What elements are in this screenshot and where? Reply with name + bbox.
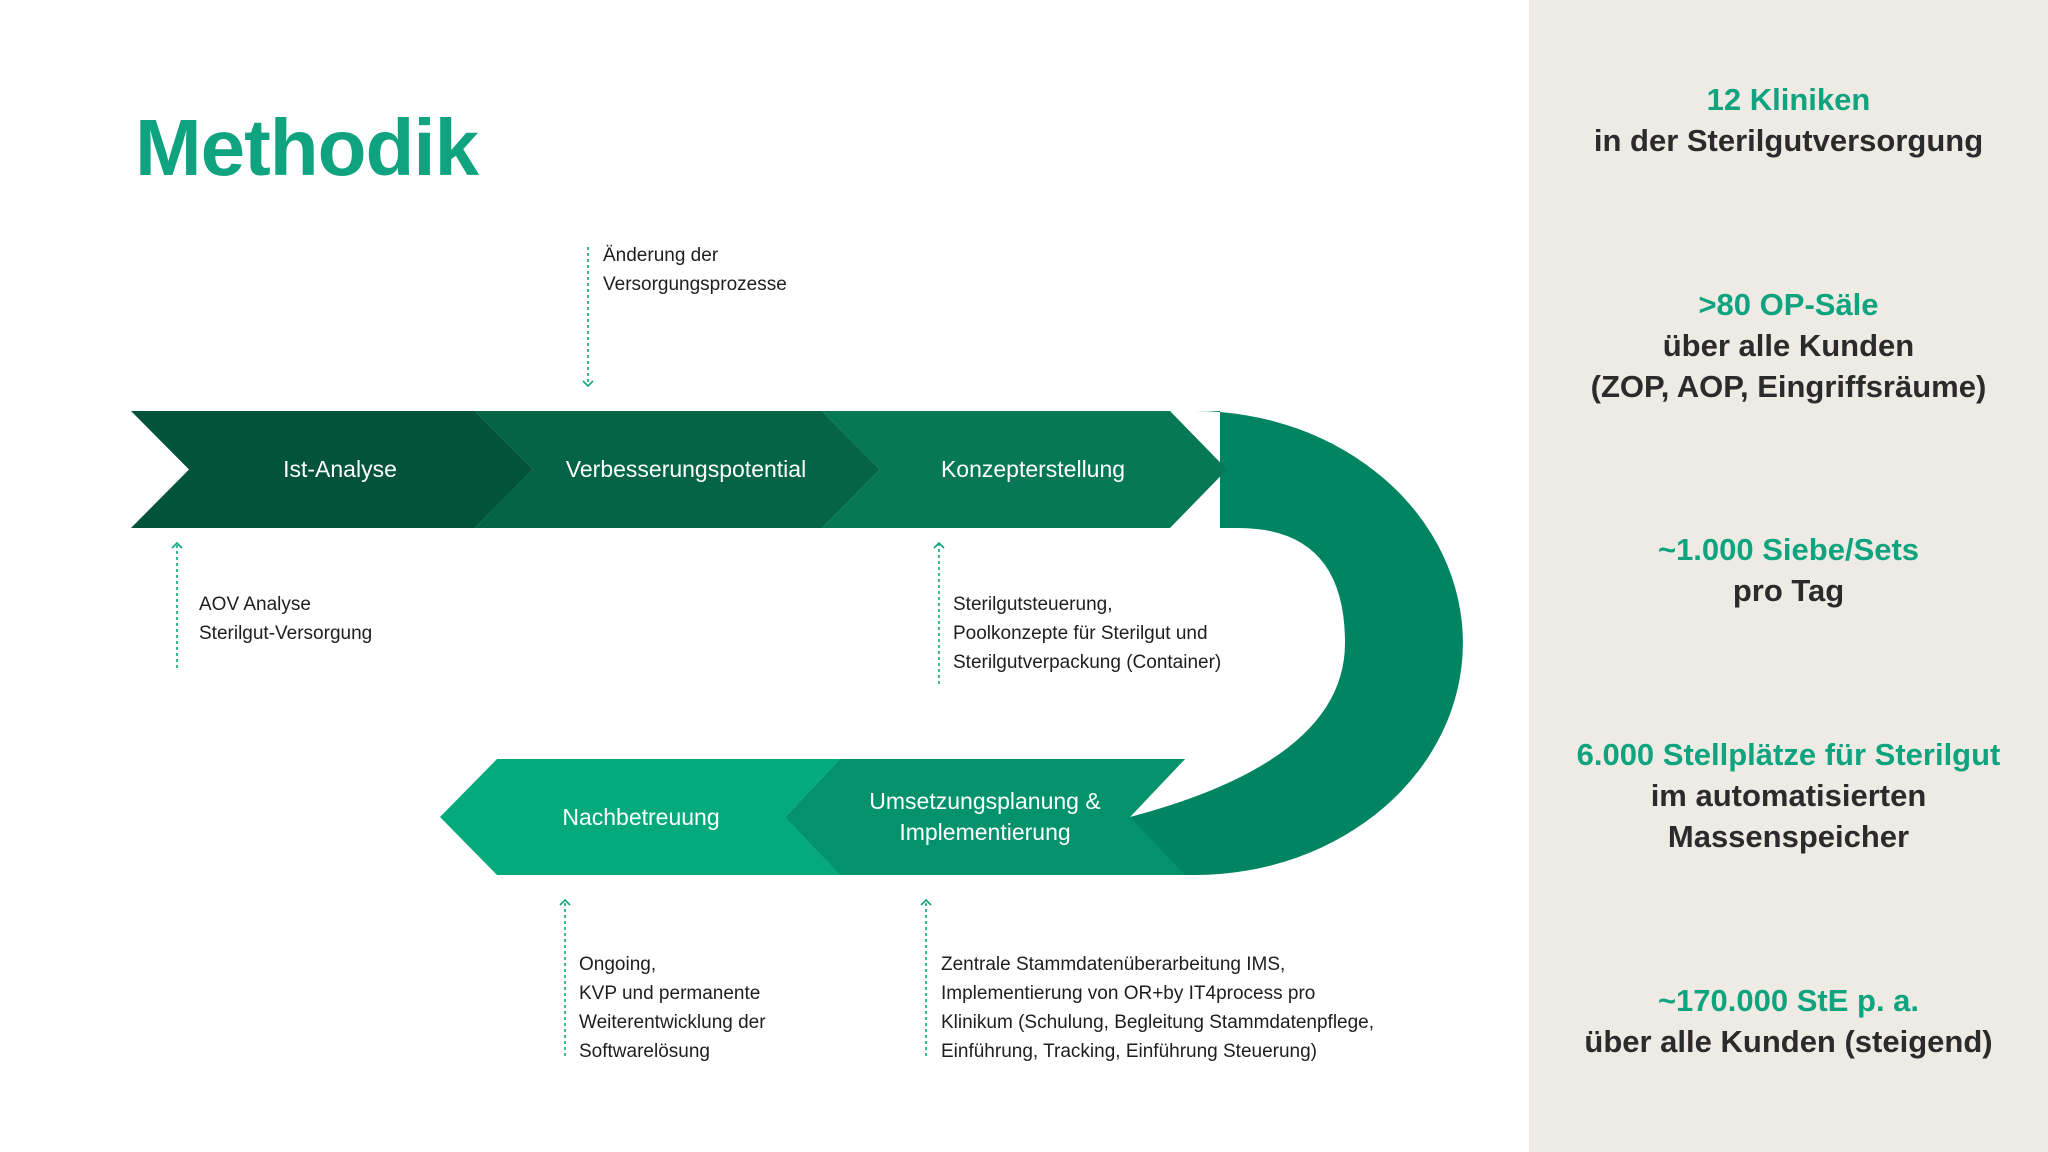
chevron-umsetzungsplanung-body	[785, 759, 1185, 875]
stat-text: Massenspeicher	[1667, 819, 1910, 854]
step-label-umsetzung-line1: Umsetzungsplanung &	[869, 788, 1100, 814]
annotation-line: Zentrale Stammdatenüberarbeitung IMS,	[941, 954, 1286, 975]
stat-siebe: ~1.000 Siebe/Sets pro Tag	[1529, 529, 2048, 611]
annotation-line: Sterilgutverpackung (Container)	[953, 652, 1222, 673]
step-label-umsetzung-line2: Implementierung	[899, 819, 1070, 845]
chevron-konzepterstellung	[822, 411, 1227, 528]
stat-highlight: 6.000 Stellplätze für Sterilgut	[1576, 737, 2001, 772]
stat-text: über alle Kunden	[1662, 328, 1915, 363]
annotation-line: Weiterentwicklung der	[579, 1012, 766, 1033]
stat-highlight: ~170.000 StE p. a.	[1657, 983, 1920, 1018]
stat-text: über alle Kunden (steigend)	[1584, 1024, 1993, 1059]
step-label-konzepterstellung: Konzepterstellung	[941, 456, 1125, 482]
stats-panel: 12 Kliniken in der Sterilgutversorgung >…	[1529, 0, 2048, 1152]
stat-text: in der Sterilgutversorgung	[1593, 123, 1984, 158]
step-label-nachbetreuung: Nachbetreuung	[562, 804, 719, 830]
page-title: Methodik	[135, 103, 479, 192]
stat-text: pro Tag	[1732, 573, 1845, 608]
stat-stellplaetze: 6.000 Stellplätze für Sterilgut im autom…	[1529, 734, 2048, 857]
annotation-line: Einführung, Tracking, Einführung Steueru…	[941, 1041, 1318, 1062]
annotation-line: Klinikum (Schulung, Begleitung Stammdate…	[941, 1012, 1375, 1033]
annotation-line: Sterilgutsteuerung,	[953, 594, 1113, 615]
stat-highlight: 12 Kliniken	[1706, 82, 1871, 117]
annotation-steuerung: Sterilgutsteuerung, Poolkonzepte für Ste…	[953, 590, 1221, 677]
annotation-line: Ongoing,	[579, 954, 657, 975]
annotation-line: Poolkonzepte für Sterilgut und	[953, 623, 1208, 644]
stat-ste: ~170.000 StE p. a. über alle Kunden (ste…	[1529, 980, 2048, 1062]
chevron-ist-analyse	[131, 411, 533, 528]
annotation-aov: AOV Analyse Sterilgut-Versorgung	[199, 590, 372, 648]
annotation-line: Implementierung von OR+by IT4process pro	[941, 983, 1316, 1004]
stat-highlight: >80 OP-Säle	[1698, 287, 1879, 322]
chevron-verbesserungspotential	[475, 411, 880, 528]
stat-text: (ZOP, AOP, Eingriffsräume)	[1590, 369, 1987, 404]
stat-op-saele: >80 OP-Säle über alle Kunden (ZOP, AOP, …	[1529, 284, 2048, 407]
annotation-zentrale: Zentrale Stammdatenüberarbeitung IMS, Im…	[941, 950, 1374, 1066]
stat-text: im automatisierten	[1650, 778, 1927, 813]
annotation-line: Sterilgut-Versorgung	[199, 623, 373, 644]
step-label-verbesserungspotential: Verbesserungspotential	[566, 456, 806, 482]
annotation-line: AOV Analyse	[199, 594, 311, 615]
annotation-line: Versorgungsprozesse	[603, 274, 787, 295]
stat-kliniken: 12 Kliniken in der Sterilgutversorgung	[1529, 79, 2048, 161]
chevron-nachbetreuung	[440, 759, 840, 875]
step-label-ist-analyse: Ist-Analyse	[283, 456, 397, 482]
annotation-line: KVP und permanente	[579, 983, 761, 1004]
annotation-line: Änderung der	[603, 245, 719, 266]
stat-highlight: ~1.000 Siebe/Sets	[1657, 532, 1920, 567]
u-turn-arc	[1130, 411, 1463, 875]
process-flow-diagram: Ist-Analyse Verbesserungspotential Konze…	[131, 247, 1463, 1056]
annotation-aenderung: Änderung der Versorgungsprozesse	[603, 241, 787, 299]
annotation-line: Softwarelösung	[579, 1041, 710, 1062]
annotation-ongoing: Ongoing, KVP und permanente Weiterentwic…	[579, 950, 766, 1066]
